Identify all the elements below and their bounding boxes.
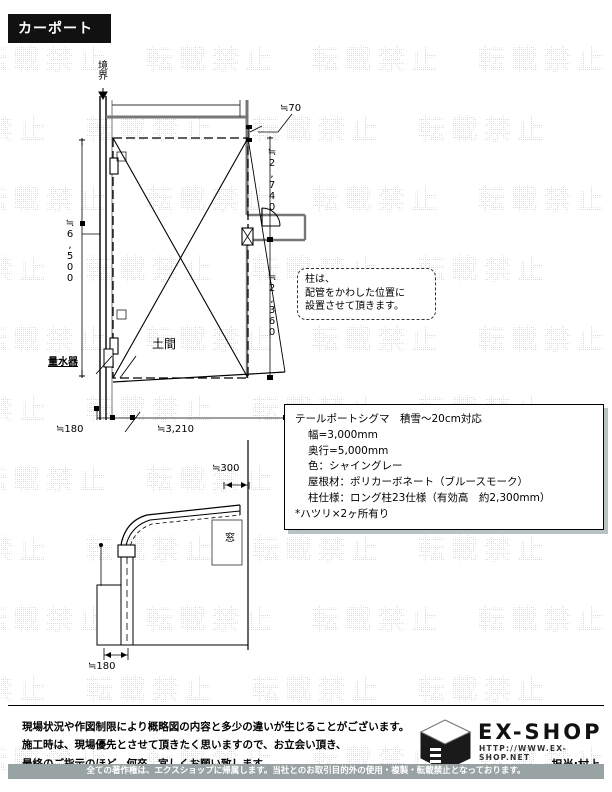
dim-label-180-elev: ≒180 <box>88 661 116 672</box>
spec-line-6: 柱仕様：ロング柱23仕様（有効高 約2,300mm） <box>308 491 551 504</box>
dim-leader-70 <box>258 113 293 133</box>
dim-label-6500: ≒6,500 <box>64 218 76 284</box>
dim-arrow-300-right <box>241 482 247 488</box>
dim-label-70: ≒70 <box>280 103 302 114</box>
spec-line-2: 幅=3,000mm <box>308 428 378 441</box>
label-window: 窓 <box>222 532 234 542</box>
footer-note-line-1: 現場状況や作図制限により概略図の内容と多少の違いが生じることがございます。 <box>22 721 410 733</box>
callout-line-2: 配管をかわした位置に <box>305 287 405 299</box>
elev-leader-dot <box>99 543 103 547</box>
carport-eave-edge <box>112 371 286 383</box>
dim-node-2360-bottom <box>267 375 273 380</box>
dim-label-180-plan: ≒180 <box>56 424 84 435</box>
callout-post-position: 柱は、 配管をかわした位置に 設置させて頂きます。 <box>297 268 436 320</box>
dim-label-3210: ≒3,210 <box>157 424 195 435</box>
elev-adjacent-block <box>96 584 122 646</box>
copyright-text: 全ての著作権は、エクスショップに帰属します。当社とのお取引目的外の使用・複製・転… <box>86 766 526 776</box>
callout-line-3: 設置させて頂きます。 <box>305 301 404 312</box>
dim-node-bottom-1 <box>110 415 115 420</box>
copyright-bar: 全ての著作権は、エクスショップに帰属します。当社とのお取引目的外の使用・複製・転… <box>8 764 604 779</box>
water-meter-leader-2 <box>119 355 137 379</box>
dim-label-2360: ≒2,360 <box>266 272 278 338</box>
elev-beam-outer <box>119 504 241 554</box>
water-meter-symbol <box>103 348 114 368</box>
hatsuri-mark-2 <box>116 309 127 320</box>
spec-line-4: 色：シャイングレー <box>308 460 403 473</box>
dim-node-left <box>80 221 85 226</box>
specification-box: テールポートシグマ 積雪～20cm対応 幅=3,000mm 奥行=5,000mm… <box>284 404 604 531</box>
window-outline <box>211 519 243 566</box>
dim-arrow-300-left <box>226 482 232 488</box>
page-title: カーポート <box>8 14 111 43</box>
label-doma: 土間 <box>152 337 177 351</box>
dim-tick-70-top <box>246 125 252 129</box>
label-boundary: 境界 <box>95 60 107 80</box>
logo-wordmark: EX-SHOP <box>478 720 603 744</box>
spec-line-7: *ハツリ×2ヶ所有り <box>295 507 390 520</box>
label-water-meter: 量水器 <box>48 357 78 368</box>
dim-node-2360-top <box>267 237 273 242</box>
spec-line-5: 屋根材：ポリカーボネート（ブルースモーク） <box>308 476 528 488</box>
dim-tick-70-bottom <box>246 138 252 142</box>
elev-post-cap <box>117 544 136 558</box>
footer: 現場状況や作図制限により概略図の内容と多少の違いが生じることがございます。 施工… <box>0 708 612 792</box>
footer-divider <box>8 705 604 706</box>
dim-label-300: ≒300 <box>212 463 240 474</box>
dim-tick-left-top <box>79 138 85 146</box>
dim-node-bottom-0 <box>94 406 99 411</box>
dim-label-2740: ≒2,740 <box>266 147 278 213</box>
dim-arrow-180-left <box>105 652 111 658</box>
dim-arrow-180-right <box>121 652 127 658</box>
footer-note-line-2: 施工時は、現場優先とさせて頂きたく思いますので、お立会い頂き、 <box>22 739 347 752</box>
spec-line-1: テールポートシグマ 積雪～20cm対応 <box>295 413 482 425</box>
dim-tick-left-bottom <box>79 370 85 378</box>
callout-line-1: 柱は、 <box>305 274 335 285</box>
spec-line-3: 奥行=5,000mm <box>308 444 389 457</box>
